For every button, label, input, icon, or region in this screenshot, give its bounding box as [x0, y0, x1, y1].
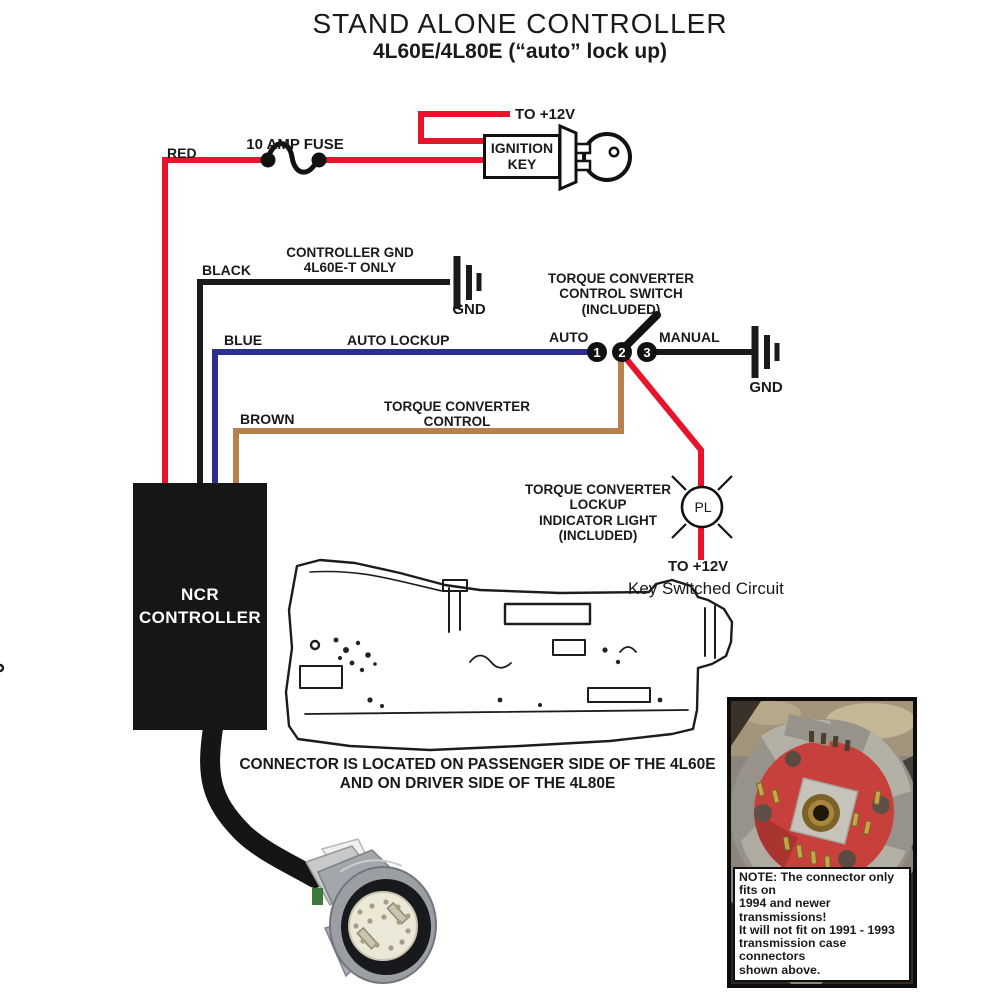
ncr-controller-box: NCR CONTROLLER [133, 483, 267, 730]
case-connector-photo: NOTE: The connector only fits on 1994 an… [727, 697, 917, 988]
switch-terminal-1: 1 [593, 345, 600, 360]
black-wire-label: BLACK [202, 262, 251, 278]
blue-wire [212, 349, 597, 486]
gnd-label-1: GND [452, 301, 486, 318]
indicator-light-label: TORQUE CONVERTER LOCKUP INDICATOR LIGHT … [524, 482, 671, 544]
gnd-label-2: GND [749, 379, 783, 396]
fuse-label: 10 AMP FUSE [246, 136, 344, 153]
red-wire-to-12v [418, 111, 510, 144]
controller-gnd-label: CONTROLLER GND 4L60E-T ONLY [286, 245, 414, 276]
auto-position-label: AUTO [549, 329, 589, 345]
photo-note: NOTE: The connector only fits on 1994 an… [733, 866, 911, 982]
tcc-switch-label: TORQUE CONVERTER CONTROL SWITCH (INCLUDE… [547, 271, 694, 317]
photo-dark-pins [809, 731, 851, 752]
photo-gold-pins [755, 781, 882, 870]
ignition-key-box: IGNITION KEY [483, 134, 561, 179]
transmission-sketch [0, 558, 734, 752]
red-wire-label: RED [167, 145, 197, 161]
page-subtitle: 4L60E/4L80E (“auto” lock up) [372, 40, 668, 63]
rotary-switch-icon: 1 2 3 [587, 311, 661, 362]
sketch-speckles [333, 637, 663, 708]
indicator-lamp-icon [671, 475, 733, 539]
blue-wire-label: BLUE [224, 332, 263, 348]
ground-symbol-controller [453, 256, 482, 309]
to-12v-top-label: TO +12V [515, 106, 576, 123]
connector-pin-holes [353, 899, 411, 951]
ground-symbol-manual [751, 326, 780, 378]
connector-location-caption: CONNECTOR IS LOCATED ON PASSENGER SIDE O… [239, 756, 716, 793]
to-12v-key-label: TO +12V [668, 558, 729, 575]
harness-connector [304, 838, 437, 984]
key-switched-circuit-label: Key Switched Circuit [628, 579, 784, 598]
ignition-key-icon [558, 123, 632, 192]
lamp-pl-label: PL [694, 499, 712, 515]
page-title: STAND ALONE CONTROLLER [312, 8, 728, 39]
tcc-control-label: TORQUE CONVERTER CONTROL [383, 399, 530, 430]
auto-lockup-label: AUTO LOCKUP [347, 332, 450, 348]
black-wire-gnd [197, 279, 450, 486]
fuse-symbol [260, 141, 327, 175]
controller-cable [200, 718, 325, 888]
switch-terminal-2: 2 [618, 345, 625, 360]
switch-terminal-3: 3 [643, 345, 650, 360]
brown-wire [233, 357, 624, 486]
manual-position-label: MANUAL [659, 329, 720, 345]
red-wire-main [162, 157, 263, 486]
brown-wire-label: BROWN [240, 411, 295, 427]
